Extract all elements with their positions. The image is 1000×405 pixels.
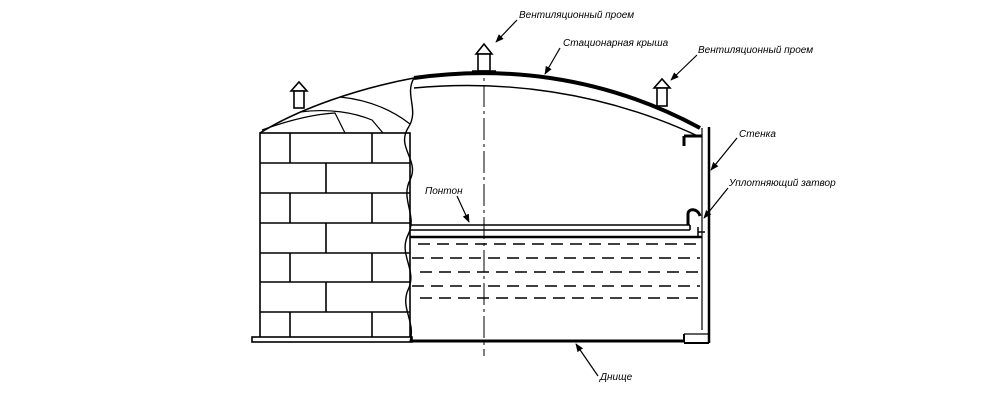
- sealing-gate: [686, 208, 705, 236]
- label-seal: Уплотняющий затвор: [728, 178, 836, 189]
- roof-inner-line: [413, 84, 701, 138]
- label-wall: Стенка: [739, 129, 776, 140]
- label-vent-right: Вентиляционный проем: [698, 45, 813, 56]
- brick-wall: [251, 132, 413, 343]
- label-roof: Стационарная крыша: [563, 38, 669, 49]
- section-break-line: [403, 77, 415, 343]
- stationary-roof: [413, 71, 701, 130]
- tank-bottom: [410, 333, 709, 344]
- liquid: [410, 235, 702, 299]
- vent-top: [472, 42, 496, 72]
- vent-left: [289, 80, 309, 109]
- pontoon: [410, 224, 691, 231]
- tank-wall: [682, 127, 711, 343]
- roof-exterior: [259, 77, 415, 134]
- label-vent-top: Вентиляционный проем: [519, 10, 634, 21]
- label-bottom: Днище: [599, 372, 633, 383]
- label-pontoon: Понтон: [425, 186, 463, 197]
- vent-right: [652, 77, 672, 107]
- leader-lines: [456, 19, 738, 377]
- brick-wall-outline: [259, 132, 411, 342]
